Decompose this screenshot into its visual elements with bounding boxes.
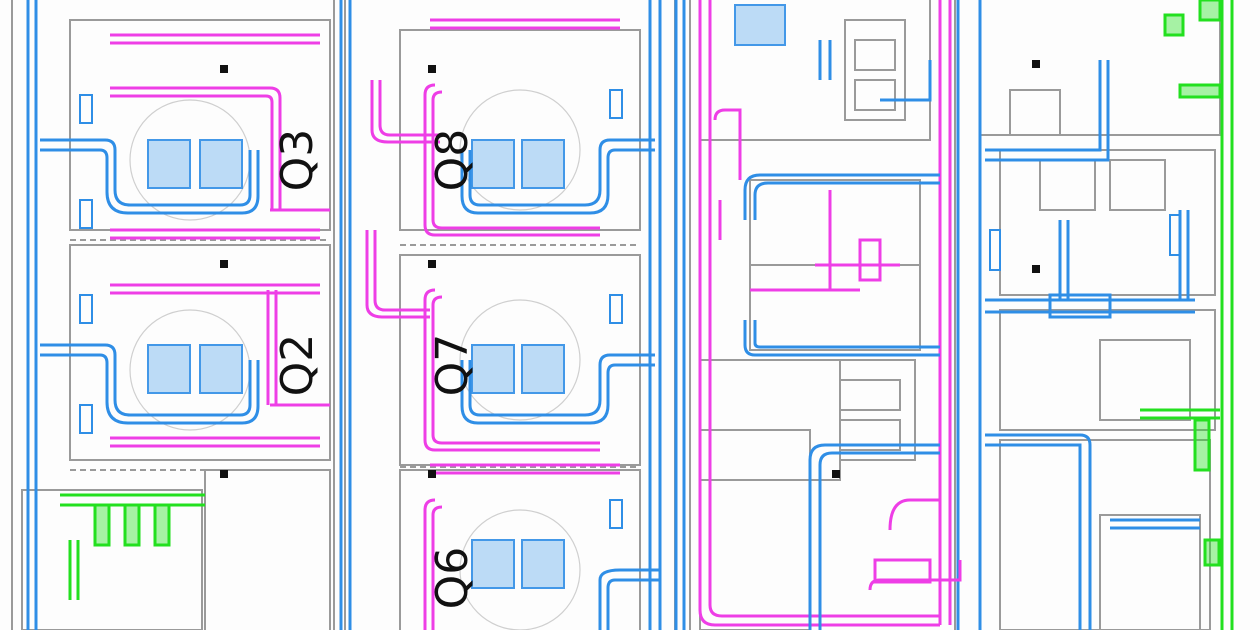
green-equipment xyxy=(60,0,1222,600)
room-label-q6: Q6 xyxy=(427,547,478,610)
room-label-q2: Q2 xyxy=(272,334,323,397)
equipment-units xyxy=(79,4,1181,589)
room-label-q3: Q3 xyxy=(272,129,323,192)
supply-duct-loops xyxy=(40,40,1200,630)
room-label-q8: Q8 xyxy=(427,129,478,192)
return-ducts xyxy=(110,0,962,630)
room-label-q7: Q7 xyxy=(427,334,478,397)
markers xyxy=(220,60,1040,478)
green-vertical-duct xyxy=(1220,0,1234,630)
room-circles xyxy=(129,89,581,630)
vertical-supply-ducts xyxy=(26,0,982,630)
